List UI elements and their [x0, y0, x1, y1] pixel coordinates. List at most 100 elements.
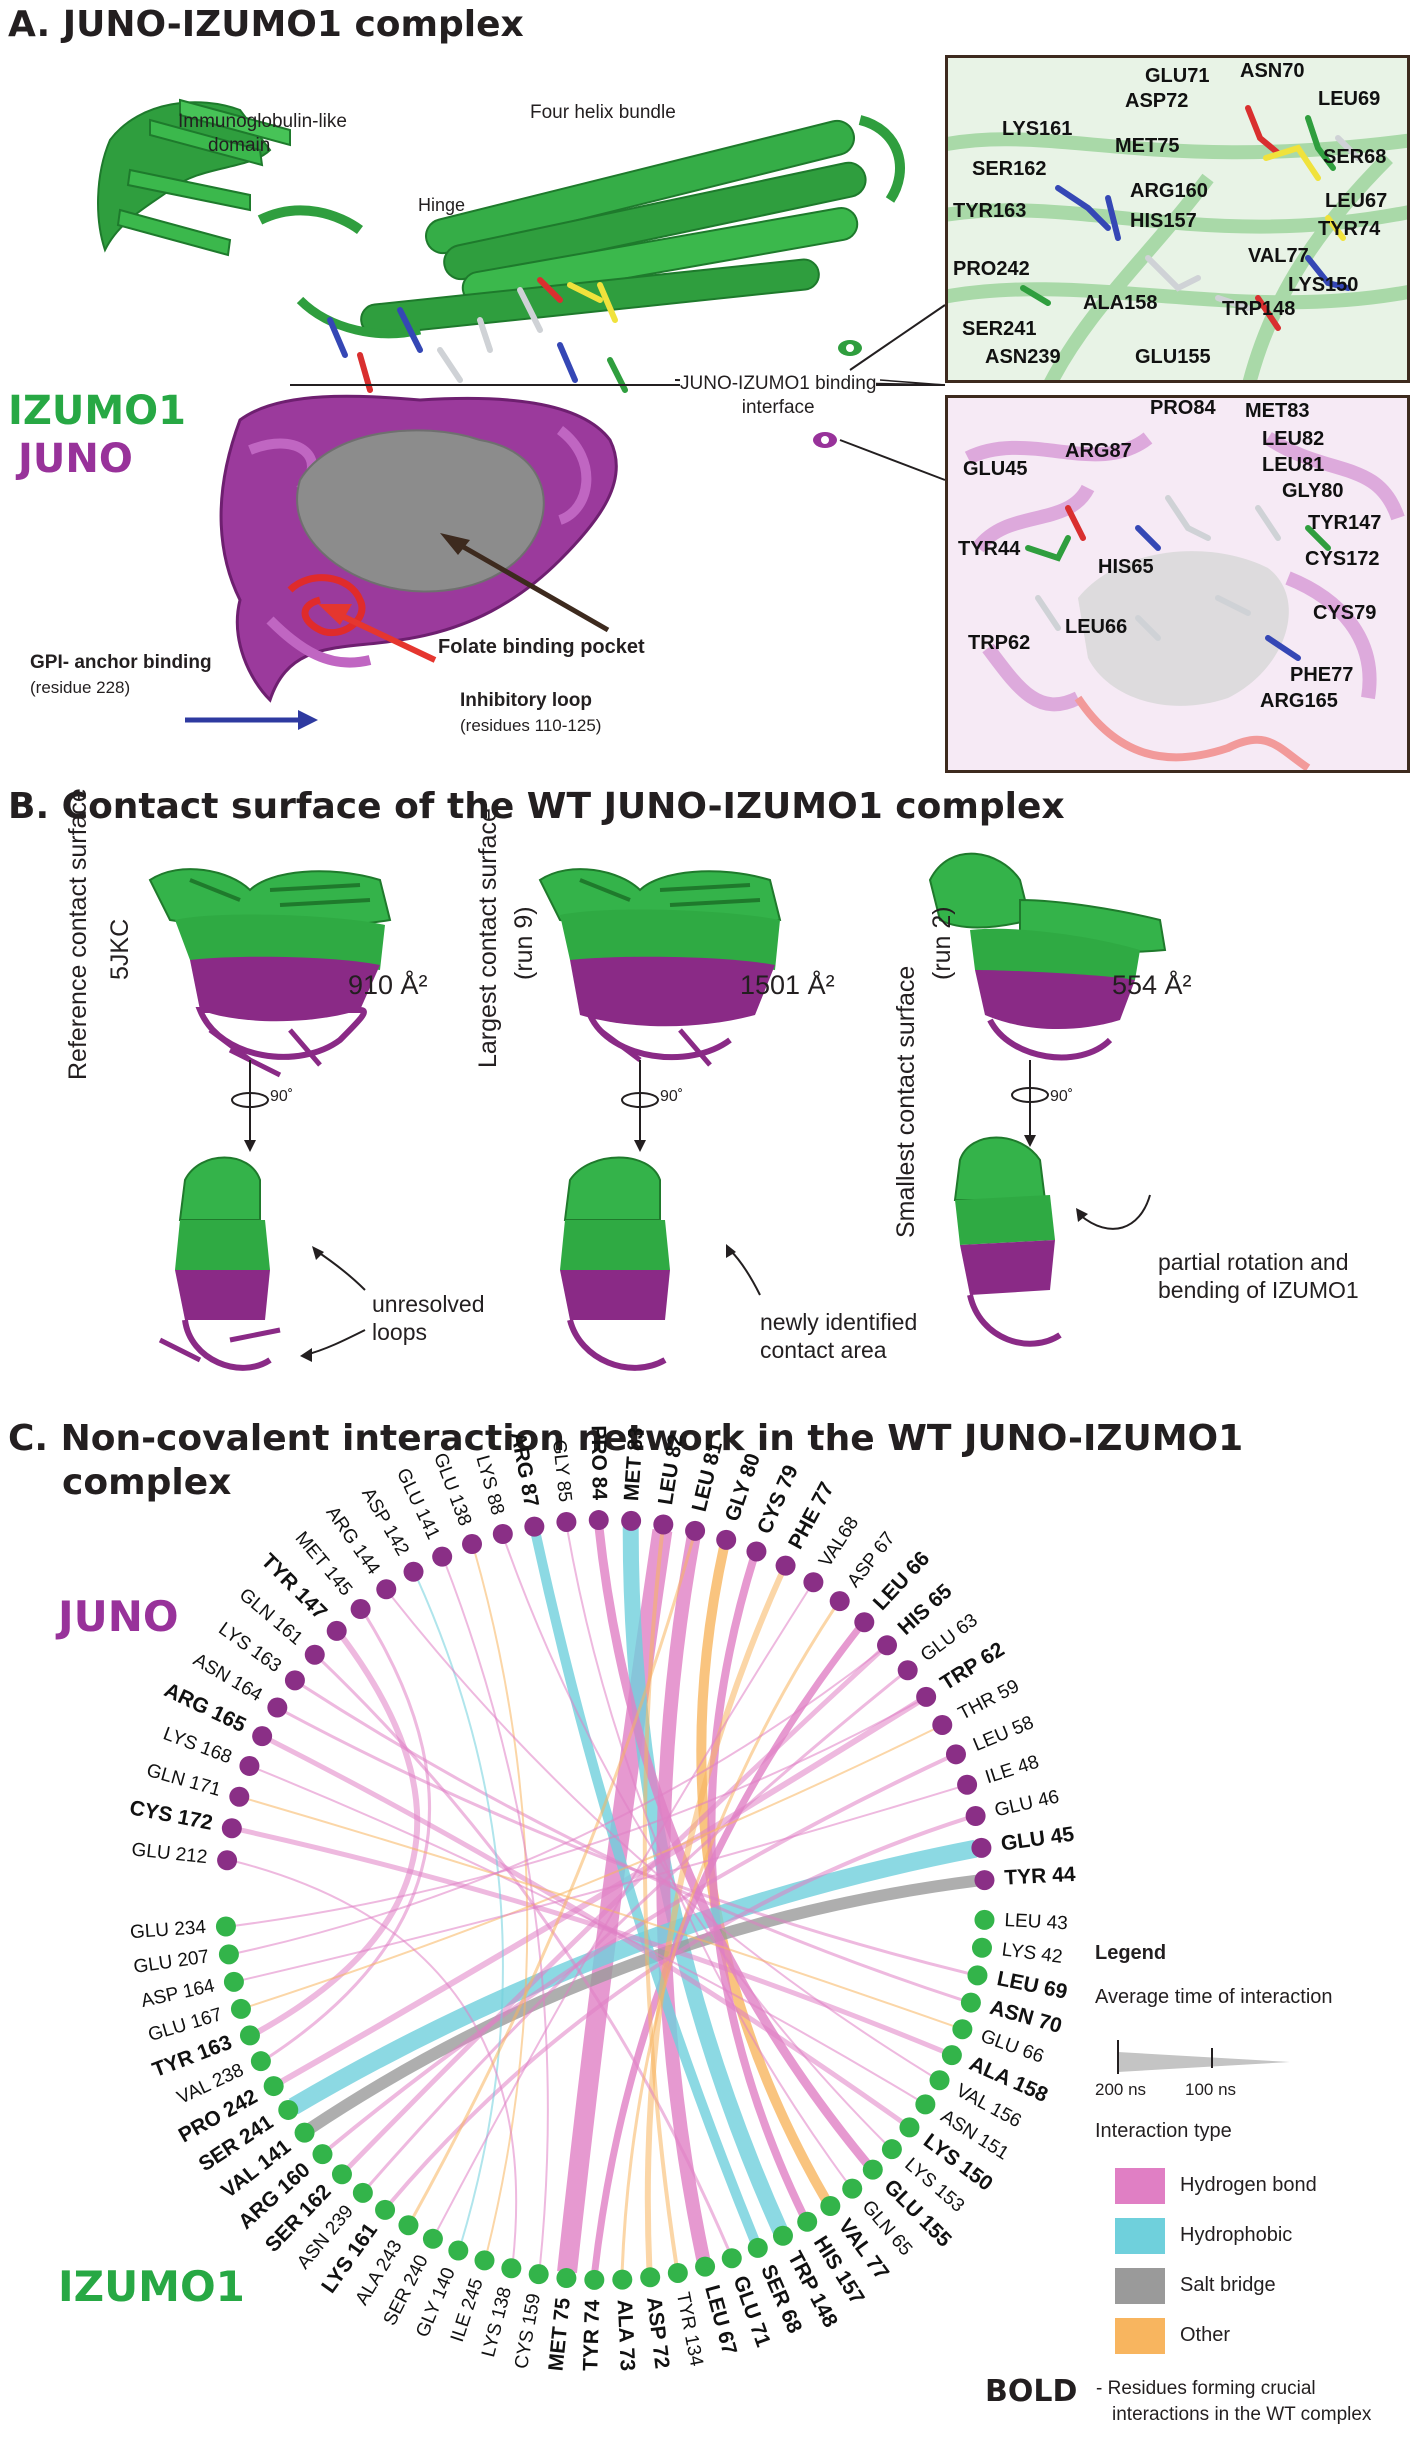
- interface-sticks: [327, 277, 628, 393]
- chord-link-7: [277, 1697, 923, 2086]
- res-arg165: ARG165: [1260, 690, 1338, 712]
- inhibitory-loop-label: Inhibitory loop: [460, 690, 592, 711]
- node-his-157: [797, 2211, 818, 2232]
- juno-label: JUNO: [18, 436, 133, 482]
- inhibitory-loop-sublabel: (residues 110-125): [460, 716, 602, 735]
- node-ile-245: [474, 2250, 495, 2271]
- node-val-238: [250, 2051, 271, 2072]
- node-glu-234: [215, 1916, 236, 1937]
- node-leu-67: [695, 2256, 716, 2277]
- res-asn239: ASN239: [985, 346, 1061, 368]
- chord-link-15: [644, 1569, 786, 2272]
- res-ser162: SER162: [972, 158, 1047, 180]
- folate-pocket-label: Folate binding pocket: [438, 636, 645, 658]
- res-gly80: GLY80: [1282, 480, 1344, 502]
- panel-ref-note: unresolved loops: [372, 1291, 485, 1345]
- node-lys-163: [284, 1670, 305, 1691]
- node-phe-77: [775, 1555, 796, 1576]
- legend-tick-100: 100 ns: [1185, 2080, 1237, 2099]
- eye-icon-izumo: [838, 340, 862, 356]
- res-tyr163: TYR163: [953, 200, 1027, 222]
- node-leu-82: [653, 1514, 674, 1535]
- node-ala-243: [398, 2215, 419, 2236]
- chord-link-12: [254, 1633, 421, 2036]
- chord-link-19: [325, 1754, 952, 2152]
- node-arg-87: [524, 1516, 545, 1537]
- res-tyr74: TYR74: [1318, 218, 1381, 240]
- legend-salt-swatch: [1115, 2268, 1165, 2304]
- juno-interface-inset: [945, 395, 1410, 773]
- res-phe77: PHE77: [1290, 664, 1354, 686]
- legend-hbond-swatch: [1115, 2168, 1165, 2204]
- legend-salt-label: Salt bridge: [1180, 2274, 1276, 2296]
- label-ala-73: ALA 73: [613, 2299, 639, 2372]
- res-glu71: GLU71: [1145, 65, 1210, 87]
- node-met-145: [350, 1599, 371, 1620]
- legend-other-swatch: [1115, 2318, 1165, 2354]
- res-cys79: CYS79: [1313, 602, 1377, 624]
- node-ala-158: [941, 2045, 962, 2066]
- node-tyr-134: [667, 2262, 688, 2283]
- node-val-77: [820, 2195, 841, 2216]
- chord-link-23: [620, 1605, 838, 2274]
- node-arg-144: [376, 1579, 397, 1600]
- panel-ref-area: 910 Å²: [348, 970, 428, 1000]
- chord-link-0: [557, 1528, 673, 2274]
- node-glu-141: [432, 1546, 453, 1567]
- node-ser-162: [331, 2164, 352, 2185]
- node-lys-153: [881, 2139, 902, 2160]
- section-b-title: B. Contact surface of the WT JUNO-IZUMO1…: [8, 786, 1065, 827]
- node-arg-165: [252, 1726, 273, 1747]
- res-ser68: SER68: [1323, 146, 1387, 168]
- chord-link-33: [254, 1767, 921, 2103]
- node-cys-159: [528, 2264, 549, 2285]
- interface-label: JUNO-IZUMO1 binding interface: [680, 372, 877, 420]
- node-val-156: [929, 2070, 950, 2091]
- res-arg87: ARG87: [1065, 440, 1132, 462]
- res-arg160: ARG160: [1130, 180, 1208, 202]
- node-ser-241: [278, 2099, 299, 2120]
- node-leu-66: [854, 1612, 875, 1633]
- res-asn70: ASN70: [1240, 60, 1305, 82]
- res-leu66: LEU66: [1065, 616, 1128, 638]
- node-trp-62: [916, 1686, 937, 1707]
- res-cys172: CYS172: [1305, 548, 1380, 570]
- legend-hydrophobic-label: Hydrophobic: [1180, 2224, 1293, 2246]
- chord-link-38: [234, 1648, 884, 1955]
- folate-arrow: [458, 542, 610, 633]
- panel-largest-note: newly identified contact area: [760, 1309, 918, 1363]
- label-tyr-44: TYR 44: [1004, 1863, 1077, 1890]
- node-lys-42: [971, 1937, 992, 1958]
- res-ala158: ALA158: [1083, 292, 1158, 314]
- ig-domain-label: Immunoglobulin-like domain: [178, 111, 347, 156]
- res-asp72: ASP72: [1125, 90, 1189, 112]
- contact-panel-reference: [148, 868, 392, 1371]
- chord-link-20: [265, 1612, 431, 2060]
- node-lys-168: [239, 1755, 260, 1776]
- izumo-interface-inset: [945, 55, 1410, 383]
- chord-link-34: [244, 1797, 958, 2029]
- chord-link-39: [231, 1699, 922, 1928]
- res-met75: MET75: [1115, 135, 1180, 157]
- panel-largest-rotation: 90˚: [660, 1088, 684, 1105]
- node-asp-72: [640, 2267, 661, 2288]
- node-lys-150: [899, 2117, 920, 2138]
- node-asn-151: [915, 2094, 936, 2115]
- res-pro84: PRO84: [1150, 397, 1216, 419]
- chord-link-16: [387, 1815, 971, 2207]
- node-asn-164: [267, 1697, 288, 1718]
- node-asp-164: [223, 1971, 244, 1992]
- node-met-75: [556, 2268, 577, 2289]
- chord-link-5: [305, 1874, 980, 2134]
- chord-link-36: [434, 1586, 811, 2234]
- res-leu82: LEU82: [1262, 428, 1325, 450]
- node-ser-240: [422, 2228, 443, 2249]
- chord-link-26: [239, 1785, 962, 1982]
- node-val68: [803, 1572, 824, 1593]
- folate-pocket-surface: [296, 429, 545, 593]
- chord-link-8: [344, 1647, 885, 2172]
- chord-link-21: [318, 1657, 732, 2254]
